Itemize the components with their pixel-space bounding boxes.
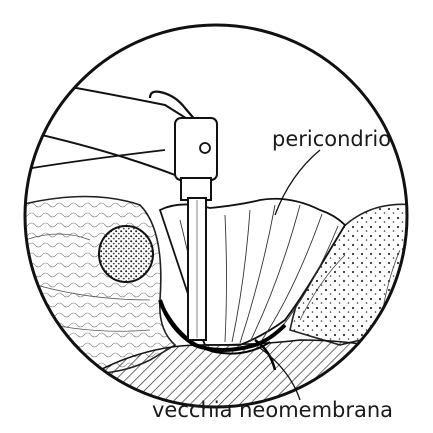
left-canal-wall [20,197,175,374]
label-vecchia-neomembrana: vecchia neomembrana [152,398,393,422]
label-pericondrio: pericondrio [272,127,391,151]
bone-fragment [99,226,153,282]
